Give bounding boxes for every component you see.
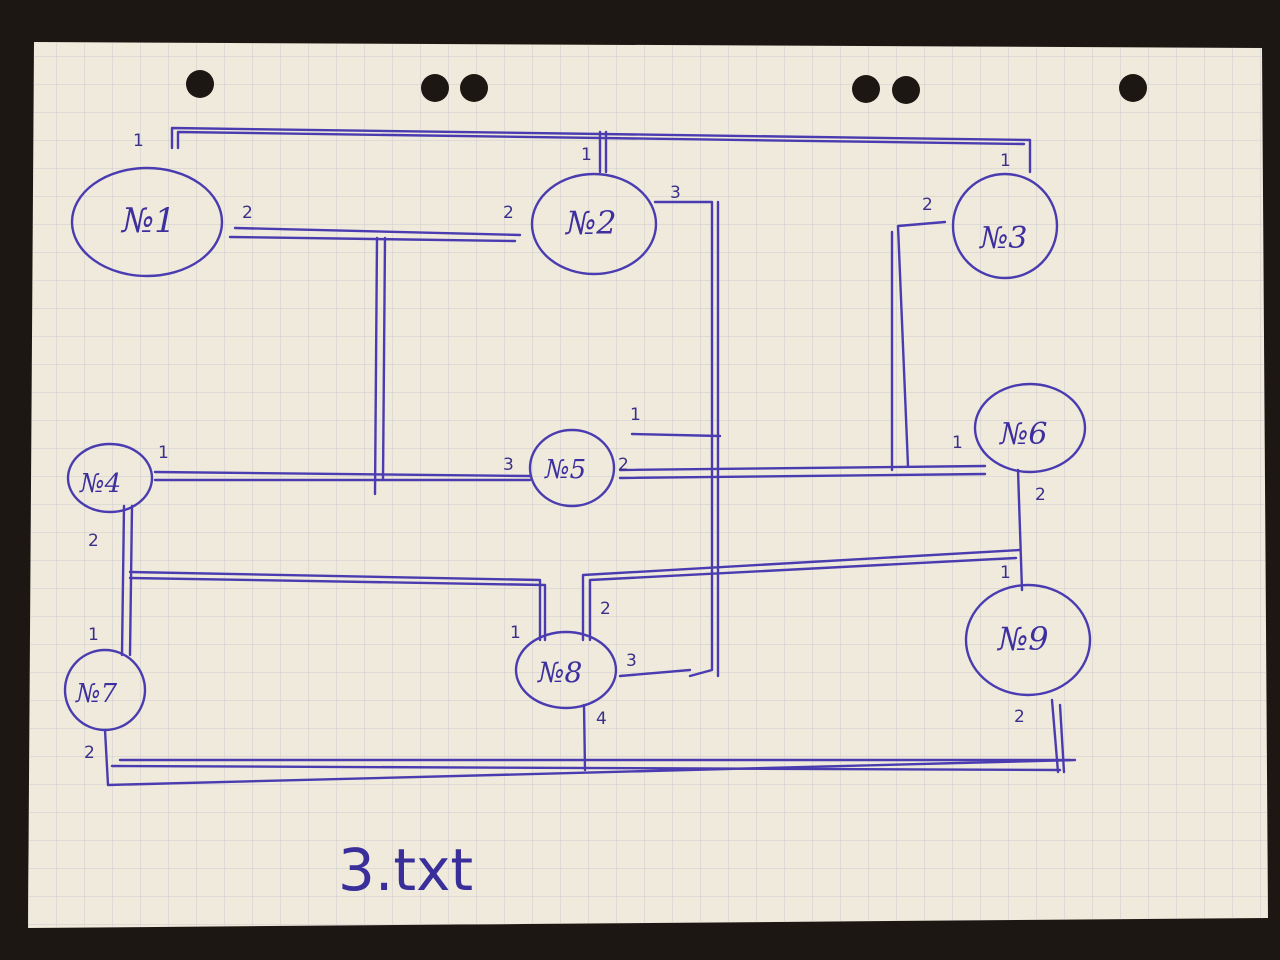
node-2: №2 — [530, 172, 658, 276]
wire-n7-n8 — [128, 576, 547, 642]
wire-n6-n9 — [1016, 468, 1024, 592]
wire-n8-port4 — [582, 703, 587, 772]
punch-holes — [186, 70, 1147, 104]
node-9: №9 — [964, 583, 1092, 697]
wire-n4-n5 — [153, 470, 532, 478]
node-3-label: №3 — [978, 221, 1027, 256]
n4-port2-label: 2 — [88, 531, 99, 551]
node-7-label: №7 — [75, 679, 118, 709]
wire-n8-n9 — [581, 548, 1022, 642]
node-8-label: №8 — [537, 656, 582, 689]
wire-n5-n6 — [618, 464, 987, 472]
wire-n3-n6 — [896, 220, 947, 468]
sheet-title: 3.txt — [338, 836, 473, 904]
n7-port1-label: 1 — [88, 625, 99, 645]
node-4-label: №4 — [79, 469, 121, 499]
node-2-label: №2 — [564, 204, 617, 242]
node-3: №3 — [951, 172, 1059, 280]
node-5-label: №5 — [544, 455, 586, 485]
node-5: №5 — [528, 428, 616, 508]
wire-drop-to-n4n5 — [373, 236, 379, 496]
paper-sheet — [28, 42, 1268, 928]
n6-port2-label: 2 — [1035, 485, 1046, 505]
wire-n1-n2 — [233, 226, 522, 237]
wires — [103, 126, 1077, 787]
n1-port1-label: 1 — [133, 131, 144, 151]
wire-n9-port2 — [1050, 698, 1060, 774]
nodes: №1 №2 №3 №4 №5 №6 №7 №8 — [63, 166, 1092, 732]
n5-port3-label: 3 — [503, 455, 514, 475]
n8-port1-label: 1 — [510, 623, 521, 643]
n3-port1-label: 1 — [1000, 151, 1011, 171]
n8-port2-label: 2 — [600, 599, 611, 619]
port-labels: 1 2 1 2 3 1 2 1 2 1 2 3 1 2 1 2 1 2 3 4 … — [84, 131, 1046, 763]
n1-port2-label: 2 — [242, 203, 253, 223]
n3-port2-label: 2 — [922, 195, 933, 215]
n8-port3-label: 3 — [626, 651, 637, 671]
node-8: №8 — [514, 630, 618, 710]
n5-port1-label: 1 — [630, 405, 641, 425]
wire-n4-n7 — [120, 504, 126, 657]
node-9-label: №9 — [996, 620, 1049, 658]
n9-port1-label: 1 — [1000, 563, 1011, 583]
n2-port2-label: 2 — [503, 203, 514, 223]
node-4: №4 — [66, 442, 154, 514]
n4-port1-label: 1 — [158, 443, 169, 463]
wire-n5-port1 — [630, 432, 722, 438]
n2-port3-label: 3 — [670, 183, 681, 203]
node-1: №1 — [70, 166, 224, 278]
node-6: №6 — [973, 382, 1087, 474]
n5-port2-label: 2 — [618, 455, 629, 475]
n2-port1-label: 1 — [581, 145, 592, 165]
node-7: №7 — [63, 648, 147, 732]
n9-port2-label: 2 — [1014, 707, 1025, 727]
n7-port2-label: 2 — [84, 743, 95, 763]
n6-port1-label: 1 — [952, 433, 963, 453]
node-1-label: №1 — [120, 201, 176, 241]
n8-port4-label: 4 — [596, 709, 607, 729]
node-6-label: №6 — [998, 417, 1047, 452]
